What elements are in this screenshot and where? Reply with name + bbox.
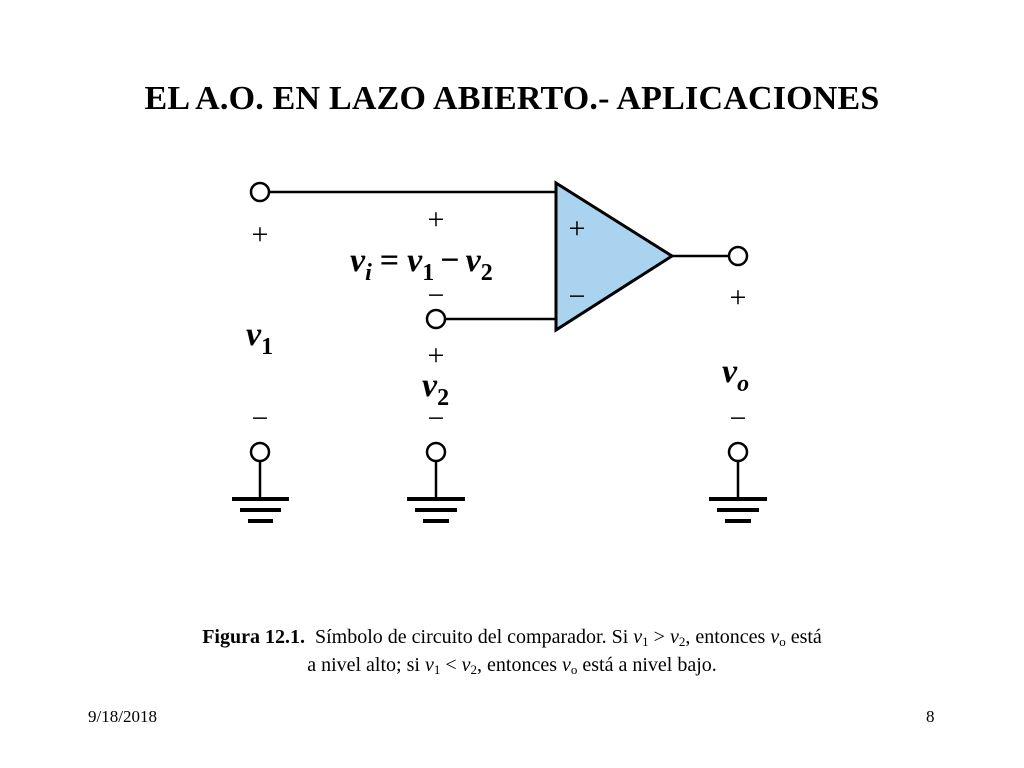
v2-ground-icon [407, 497, 465, 523]
caption-var: v [770, 626, 780, 648]
caption-var: v [669, 626, 679, 648]
v1-ground-icon [232, 497, 289, 523]
vo-plus-sign: + [730, 281, 747, 314]
vo-label: vo [722, 353, 749, 397]
caption-var: v [461, 654, 471, 676]
ground-symbols [232, 497, 767, 523]
caption-text: está a nivel bajo. [577, 654, 717, 676]
output-terminal [727, 245, 749, 267]
caption-var: v [424, 654, 434, 676]
caption-sub: 2 [470, 662, 478, 677]
page-number: 8 [926, 707, 935, 726]
caption-sub: 1 [433, 662, 441, 677]
opamp-minus-sign: − [569, 280, 586, 313]
caption-line-1: Figura 12.1. Símbolo de circuito del com… [0, 623, 1024, 651]
caption-sub: o [779, 634, 786, 649]
circuit-wires [258, 190, 740, 499]
vi-equation: vi=v1−v2 [350, 242, 493, 286]
v1-ground-terminal [249, 441, 271, 463]
caption-text: , entonces [477, 654, 562, 676]
figure-label: Figura 12.1. [202, 626, 305, 648]
caption-text: a nivel alto; si [307, 654, 425, 676]
caption-var: v [633, 626, 643, 648]
v2-input-terminal [425, 308, 447, 330]
caption-text: > [648, 626, 670, 648]
caption-var: v [562, 654, 571, 676]
caption-text: < [440, 654, 462, 676]
vo-ground-terminal [727, 441, 749, 463]
v2-plus-sign: + [428, 339, 445, 372]
v2-ground-terminal [425, 441, 447, 463]
v1-input-terminal [249, 181, 271, 203]
v2-minus-sign: − [428, 402, 445, 435]
v1-minus-sign: − [252, 402, 269, 435]
vo-minus-sign: − [730, 402, 747, 435]
opamp-triangle [554, 180, 675, 333]
caption-text: está [785, 626, 822, 648]
footer-date: 9/18/2018 [88, 707, 157, 726]
caption-sub: o [570, 662, 578, 677]
v1-plus-sign: + [252, 218, 269, 251]
opamp-plus-sign: + [569, 212, 586, 245]
vi-minus-sign: − [428, 279, 445, 312]
caption-text: , entonces [685, 626, 771, 648]
figure-caption: Figura 12.1. Símbolo de circuito del com… [0, 623, 1024, 679]
caption-text: Símbolo de circuito del comparador. Si [314, 626, 634, 648]
terminals [249, 181, 749, 463]
caption-sub: 2 [678, 634, 686, 649]
vo-ground-icon [709, 497, 767, 523]
caption-line-2: a nivel alto; si v1 < v2, entonces vo es… [0, 651, 1024, 679]
vi-plus-sign: + [428, 203, 445, 236]
v1-label: v1 [246, 316, 273, 360]
caption-sub: 1 [642, 634, 649, 649]
v2-label: v2 [422, 367, 449, 411]
slide-title: EL A.O. EN LAZO ABIERTO.- APLICACIONES [144, 80, 880, 117]
